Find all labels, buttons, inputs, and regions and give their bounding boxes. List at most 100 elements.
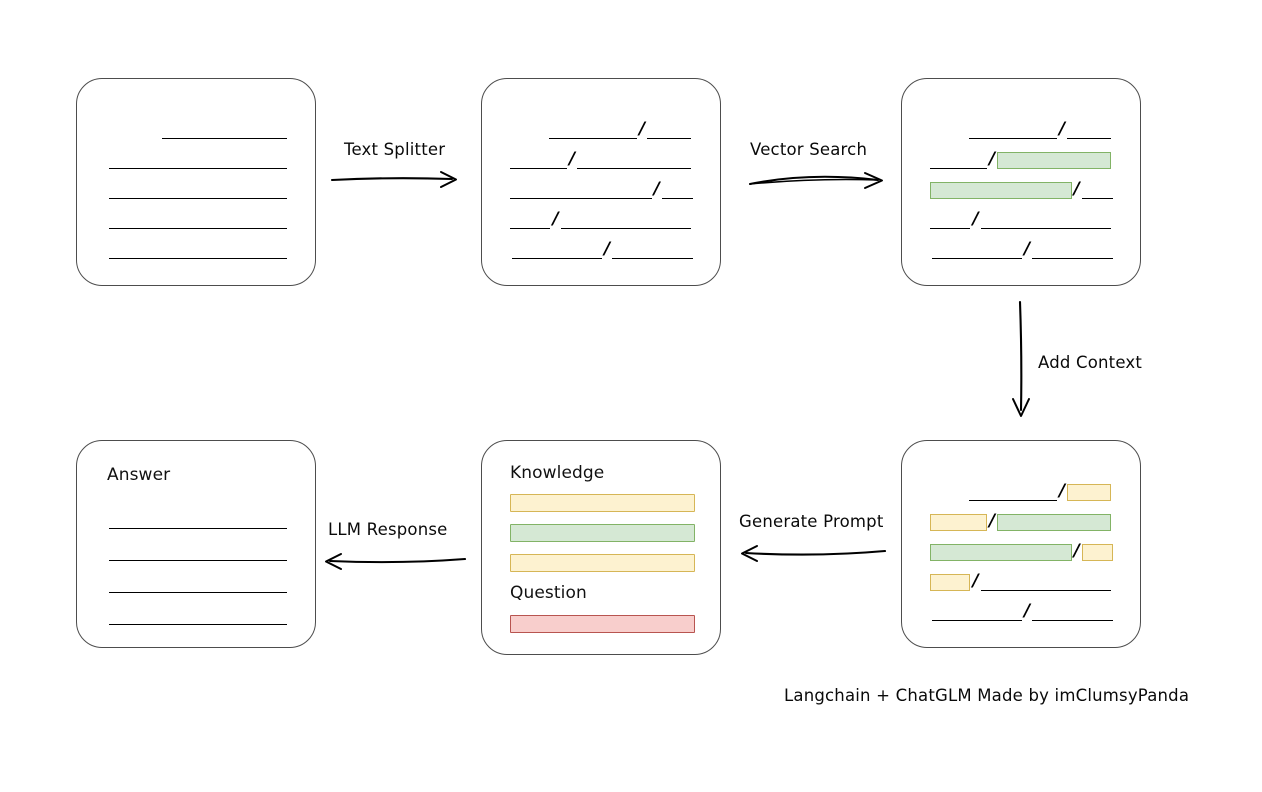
arrow-text-splitter-label: Text Splitter: [344, 140, 446, 159]
text-row: /: [930, 601, 1114, 621]
answer-rows: [77, 441, 315, 647]
chunk-separator: /: [1023, 239, 1031, 259]
text-line-segment: [968, 483, 1057, 501]
row-indent: [930, 121, 969, 139]
text-line-segment: [980, 211, 1112, 229]
split-chunks-rows: / / / / /: [482, 79, 720, 285]
context-added-rows: / / / / /: [902, 441, 1140, 647]
text-line-segment: [109, 575, 287, 593]
node-source-document[interactable]: [76, 78, 316, 286]
text-row: [109, 509, 287, 529]
arrow-generate-prompt-glyph: [741, 545, 887, 562]
text-row: /: [930, 541, 1114, 561]
arrow-text-splitter: Text Splitter: [330, 140, 465, 190]
text-line-segment: [930, 211, 971, 229]
knowledge-bar-3: [510, 554, 695, 572]
chunk-separator: /: [569, 149, 576, 169]
text-row: /: [930, 209, 1114, 229]
knowledge-bar-1: [510, 494, 695, 512]
question-label: Question: [510, 583, 587, 603]
knowledge-label: Knowledge: [510, 463, 605, 483]
highlight-green-segment: [930, 182, 1072, 199]
highlight-yellow-segment: [930, 514, 988, 531]
text-line-segment: [510, 211, 551, 229]
highlight-green-segment: [997, 152, 1112, 169]
text-row: [109, 239, 287, 259]
answer-label: Answer: [107, 465, 171, 485]
text-line-segment: [1081, 181, 1114, 199]
highlight-yellow-segment: [1081, 544, 1114, 561]
text-row: /: [930, 481, 1114, 501]
chunk-separator: /: [989, 149, 996, 169]
text-line-segment: [109, 181, 287, 199]
text-line-segment: [560, 211, 692, 229]
node-prompt[interactable]: Knowledge Question: [481, 440, 721, 655]
question-bar-1: [510, 615, 695, 633]
chunk-separator: /: [1023, 601, 1031, 621]
chunk-separator: /: [1073, 541, 1080, 561]
text-line-segment: [109, 511, 287, 529]
chunk-separator: /: [603, 239, 611, 259]
chunk-separator: /: [638, 119, 646, 139]
text-row: [109, 541, 287, 561]
arrow-text-splitter-glyph: [330, 171, 457, 188]
text-row: [109, 605, 287, 625]
text-row: /: [510, 179, 694, 199]
node-vector-matched-chunks[interactable]: / / / / /: [901, 78, 1141, 286]
text-row: /: [930, 571, 1114, 591]
text-line-segment: [647, 121, 692, 139]
knowledge-bar-2: [510, 524, 695, 542]
arrow-generate-prompt: Generate Prompt: [737, 512, 887, 562]
text-line-segment: [931, 603, 1022, 621]
highlight-yellow-segment: [930, 574, 971, 591]
row-indent: [109, 121, 162, 139]
highlight-green-segment: [930, 544, 1072, 561]
text-line-segment: [612, 241, 694, 259]
arrow-llm-response-label: LLM Response: [328, 520, 448, 539]
text-row: [109, 573, 287, 593]
text-row: [109, 149, 287, 169]
arrow-vector-search-label: Vector Search: [750, 140, 868, 159]
text-row: /: [930, 149, 1114, 169]
text-line-segment: [577, 151, 692, 169]
text-row: /: [510, 119, 694, 139]
source-document-rows: [77, 79, 315, 285]
text-line-segment: [109, 211, 287, 229]
highlight-green-segment: [997, 514, 1112, 531]
text-line-segment: [1032, 241, 1114, 259]
text-line-segment: [931, 241, 1022, 259]
text-row: /: [930, 511, 1114, 531]
text-row: [109, 209, 287, 229]
text-row: /: [510, 149, 694, 169]
node-answer[interactable]: Answer: [76, 440, 316, 648]
node-context-added-chunks[interactable]: / / / / /: [901, 440, 1141, 648]
text-line-segment: [109, 607, 287, 625]
text-line-segment: [930, 151, 988, 169]
footer-credit: Langchain + ChatGLM Made by imClumsyPand…: [784, 686, 1190, 705]
text-line-segment: [511, 241, 602, 259]
chunk-separator: /: [972, 571, 979, 591]
text-line-segment: [968, 121, 1057, 139]
arrow-add-context-glyph: [1012, 300, 1030, 417]
text-row: /: [930, 119, 1114, 139]
text-line-segment: [1067, 121, 1112, 139]
arrow-vector-search-glyph: [749, 172, 883, 189]
text-row: /: [510, 209, 694, 229]
chunk-separator: /: [972, 209, 979, 229]
vector-matched-rows: / / / / /: [902, 79, 1140, 285]
arrow-vector-search: Vector Search: [748, 140, 888, 190]
text-line-segment: [980, 573, 1112, 591]
text-row: [109, 119, 287, 139]
text-line-segment: [661, 181, 694, 199]
text-line-segment: [510, 181, 652, 199]
chunk-separator: /: [1058, 119, 1066, 139]
node-split-chunks[interactable]: / / / / /: [481, 78, 721, 286]
text-row: /: [930, 179, 1114, 199]
chunk-separator: /: [989, 511, 996, 531]
row-indent: [930, 483, 969, 501]
text-line-segment: [109, 543, 287, 561]
arrow-add-context-label: Add Context: [1038, 353, 1143, 372]
text-row: [109, 179, 287, 199]
chunk-separator: /: [653, 179, 660, 199]
